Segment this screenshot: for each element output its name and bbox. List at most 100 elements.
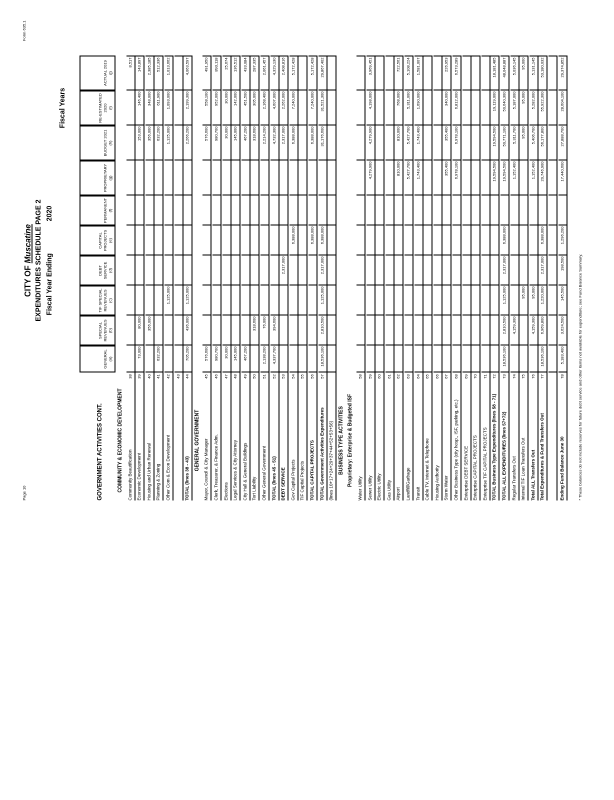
value-cell — [452, 255, 462, 286]
line-number: 38 — [126, 372, 136, 381]
value-cell — [279, 160, 289, 196]
value-cell: 980,700 — [212, 345, 222, 373]
value-cell — [433, 195, 443, 226]
value-cell — [289, 255, 299, 286]
value-cell: 4,607,000 — [270, 90, 280, 126]
value-cell: 558,100 — [202, 90, 212, 126]
value-cell — [356, 55, 366, 91]
value-cell: 5,311,000 — [404, 90, 414, 126]
footnote: * These balances do not include reserves… — [577, 253, 583, 501]
value-cell: 27,888,700 — [558, 125, 568, 161]
value-cell — [462, 315, 472, 346]
value-cell — [414, 255, 424, 286]
value-cell: 1,581,007 — [414, 55, 424, 91]
value-cell — [414, 315, 424, 346]
value-cell — [519, 225, 529, 256]
table-row: TOTAL Business Type Expenditures (lines … — [490, 55, 500, 501]
value-cell — [442, 195, 452, 226]
column-header: SPECIAL REVENUES(b) — [79, 315, 116, 346]
line-number: 74 — [510, 372, 520, 381]
value-cell — [471, 225, 481, 256]
value-cell: 3,969,451 — [366, 55, 376, 91]
value-cell — [519, 255, 529, 286]
column-name: SPECIAL REVENUES — [97, 319, 108, 342]
value-cell — [423, 255, 433, 286]
value-cell — [183, 195, 193, 226]
value-cell — [548, 160, 558, 196]
line-number: 50 — [250, 372, 260, 381]
value-cell — [270, 255, 280, 286]
value-cell: 146,400 — [135, 90, 145, 126]
value-cell — [510, 195, 520, 226]
line-number: 44 — [183, 372, 193, 381]
value-cell: 2,317,000 — [500, 255, 510, 286]
value-cell — [164, 315, 174, 346]
row-label: Elections — [222, 380, 232, 501]
value-cell — [298, 90, 308, 126]
value-cell: 5,282,000 — [529, 90, 539, 126]
value-cell — [548, 195, 558, 226]
value-cell — [548, 55, 558, 91]
value-cell — [548, 225, 558, 256]
value-cell — [538, 195, 548, 226]
value-cell: 95,000 — [519, 285, 529, 316]
value-cell — [135, 285, 145, 316]
value-cell — [250, 255, 260, 286]
line-number — [548, 372, 558, 381]
row-label — [548, 380, 558, 501]
value-cell: 436,000 — [183, 315, 193, 346]
value-cell — [250, 225, 260, 256]
value-cell: 30,000 — [222, 345, 232, 373]
value-cell: 6,812,000 — [452, 90, 462, 126]
value-cell — [433, 160, 443, 196]
value-cell — [519, 195, 529, 226]
value-cell — [471, 195, 481, 226]
city-prefix: CITY OF — [23, 265, 33, 297]
line-number: 58 — [356, 372, 366, 381]
value-cell: 632,200 — [154, 345, 164, 373]
value-cell: 467,200 — [241, 125, 251, 161]
value-cell: 5,187,000 — [510, 90, 520, 126]
value-cell: 1,013,662 — [164, 55, 174, 91]
column-header: DEBT SERVICE(d) — [79, 255, 116, 286]
value-cell — [270, 225, 280, 256]
value-cell: 80,000 — [135, 315, 145, 346]
line-number: 73 — [500, 372, 510, 381]
value-cell — [510, 225, 520, 256]
value-cell: 5,427,700 — [404, 125, 414, 161]
value-cell — [327, 255, 337, 286]
value-cell: 1,743,400 — [414, 160, 424, 196]
value-cell: 305,000 — [250, 90, 260, 126]
value-cell — [241, 285, 251, 316]
value-cell — [462, 90, 472, 126]
value-cell — [260, 160, 270, 196]
line-number: 63 — [404, 372, 414, 381]
row-label: Proprietary: Enterprise & Budgeted ISF — [347, 393, 354, 488]
value-cell — [327, 195, 337, 226]
value-cell: 5,036,145 — [510, 55, 520, 91]
value-cell — [404, 255, 414, 286]
value-cell — [318, 195, 328, 226]
line-number: 71 — [481, 372, 491, 381]
value-cell — [250, 345, 260, 373]
value-cell — [471, 125, 481, 161]
value-cell: 2,262,000 — [279, 90, 289, 126]
value-cell: 5,172,428 — [308, 55, 318, 91]
value-cell — [366, 345, 376, 373]
line-number: 77 — [538, 372, 548, 381]
value-cell — [356, 90, 366, 126]
value-cell — [231, 225, 241, 256]
value-cell: 30,000 — [222, 125, 232, 161]
value-cell — [500, 195, 510, 226]
value-cell — [490, 345, 500, 373]
value-cell: 18,536,100 — [538, 345, 548, 373]
value-cell — [270, 285, 280, 316]
column-code: (b) — [107, 328, 113, 333]
value-cell — [241, 225, 251, 256]
value-cell: 2,317,000 — [279, 255, 289, 286]
value-cell — [289, 195, 299, 226]
